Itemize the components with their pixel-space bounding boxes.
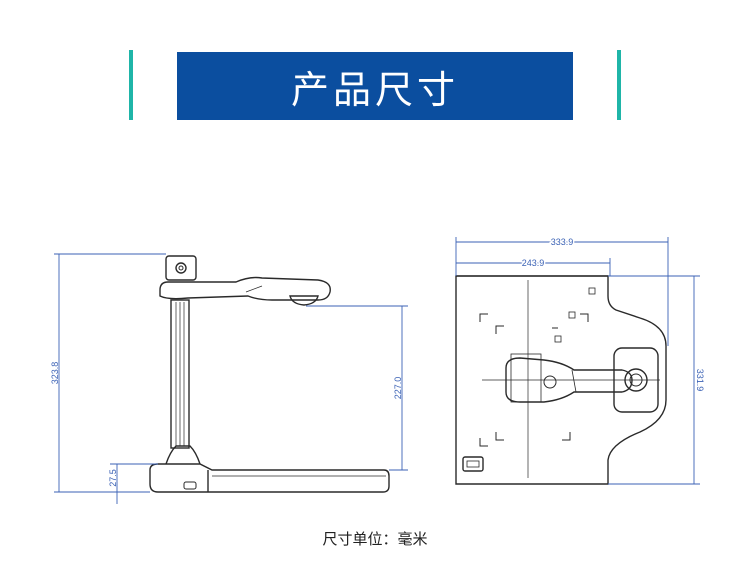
side-camera-lens-icon: [175, 262, 187, 274]
side-dimensions: [54, 253, 408, 504]
scanner-arm: [159, 276, 331, 301]
top-dimensions: [455, 237, 700, 485]
side-view: [149, 255, 390, 493]
scanner-base: [149, 463, 390, 493]
scanner-top-outline: [455, 275, 667, 485]
arm-lens-icon: [543, 375, 557, 389]
scanner-arm-top: [505, 357, 633, 403]
page-title: 产品尺寸: [290, 67, 459, 112]
corner-guide-marks: [479, 313, 589, 447]
base-button-icon: [183, 481, 197, 490]
top-depth-label: 331.9: [695, 369, 705, 392]
top-total-width-label: 333.9: [551, 237, 574, 247]
side-camera-height-label: 227.0: [393, 377, 403, 400]
left-accent-bar: [129, 50, 133, 120]
right-accent-bar: [617, 50, 621, 120]
scanner-column: [170, 299, 190, 449]
top-power-button-icon: [462, 456, 484, 472]
column-foot: [165, 445, 201, 465]
top-camera-lens-icon: [624, 368, 648, 392]
title-banner: 产品尺寸: [177, 52, 573, 120]
unit-note: 尺寸单位：毫米: [322, 530, 428, 548]
arm-mount: [510, 353, 542, 403]
indicator-icon: [588, 287, 596, 295]
top-inner-width-label: 243.9: [522, 258, 545, 268]
top-view: [455, 275, 667, 485]
side-base-height-label: 27.5: [108, 469, 118, 487]
side-camera-box: [165, 255, 197, 281]
side-total-height-label: 323.8: [50, 362, 60, 385]
top-camera-mount: [613, 347, 659, 413]
camera-head: [289, 295, 319, 306]
